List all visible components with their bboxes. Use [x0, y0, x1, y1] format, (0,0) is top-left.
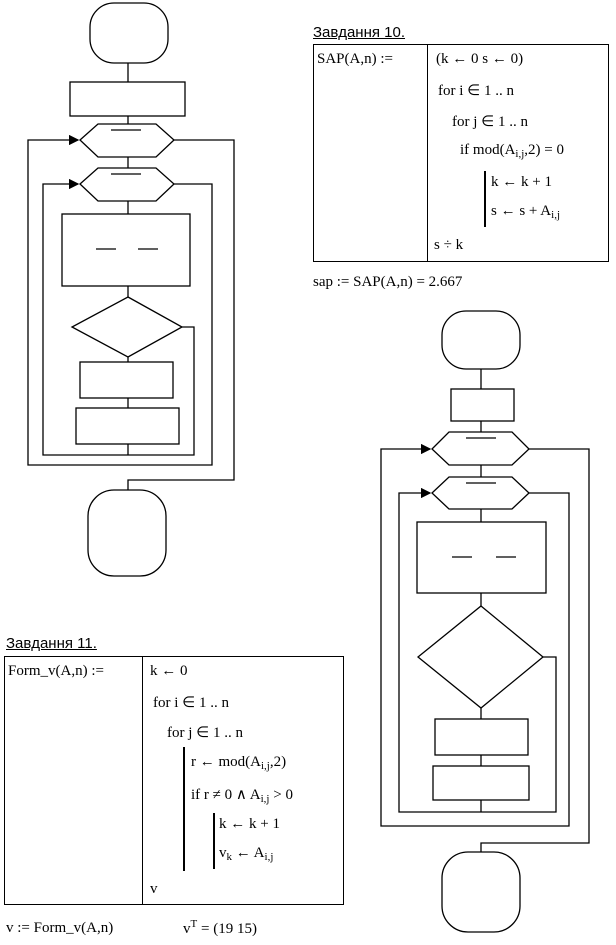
task11-mod-tail: ,2)	[269, 754, 287, 770]
flowchart-init-block	[450, 388, 515, 422]
flowchart-start-terminal	[441, 310, 521, 370]
task11-assign-arrow: ← A	[232, 845, 265, 861]
task10-line-if: if mod(Ai,j,2) = 0	[460, 142, 564, 160]
task11-assign-v: v	[219, 845, 227, 861]
flowchart-process-block	[61, 213, 191, 287]
flowchart-start-terminal	[89, 2, 169, 64]
flowchart-end-terminal	[441, 851, 521, 933]
task11-line-if: if r ≠ 0 ∧ Ai,j > 0	[191, 785, 293, 805]
task11-line-inc-k: k ← k + 1	[219, 816, 280, 832]
flowchart-left	[27, 2, 235, 577]
flowchart-outer-loop-hex	[431, 431, 530, 466]
task10-if-bar	[484, 171, 486, 227]
flowchart-process-block	[416, 521, 547, 594]
task10-if-tail: ,2) = 0	[524, 142, 565, 158]
task11-mod-head: r ← mod(A	[191, 754, 261, 770]
task10-line-add-s: s ← s + Ai,j	[491, 203, 560, 221]
task11-if-head: if r ≠ 0 ∧ A	[191, 787, 261, 803]
flowchart-decision	[416, 605, 545, 709]
task10-result: sap := SAP(A,n) = 2.667	[313, 274, 463, 290]
task11-if-bar	[213, 813, 215, 869]
task10-if-head: if mod(A	[460, 142, 516, 158]
task11-if-sub: i,j	[260, 793, 270, 805]
task11-result-left: v := Form_v(A,n)	[6, 920, 114, 936]
task10-line-inc-k: k ← k + 1	[491, 174, 552, 190]
flowchart-action-block-2	[75, 407, 180, 445]
task11-result-value: = (19 15)	[197, 921, 257, 937]
task10-add-head: s ← s + A	[491, 203, 552, 219]
task11-result-sup: T	[190, 918, 198, 930]
task10-separator	[427, 45, 428, 261]
task11-line-for-j: for j ∈ 1 .. n	[167, 725, 243, 741]
task11-line-for-i: for i ∈ 1 .. n	[153, 695, 229, 711]
task10-signature: SAP(A,n) :=	[317, 51, 393, 67]
task11-assign-v-sub: k	[226, 851, 233, 863]
task11-result-v: v	[183, 921, 191, 937]
task11-program-box: Form_v(A,n) := k ← 0 for i ∈ 1 .. n for …	[4, 656, 344, 905]
task11-result-right: vT = (19 15)	[183, 918, 257, 938]
task10-program-box: SAP(A,n) := (k ← 0 s ← 0) for i ∈ 1 .. n…	[313, 44, 609, 262]
task11-if-tail: > 0	[269, 787, 293, 803]
flowchart-outer-loop-hex	[79, 123, 175, 158]
task11-assign-a-sub: i,j	[264, 851, 274, 863]
flowchart-inner-loop-hex	[79, 167, 175, 202]
task11-separator	[142, 657, 143, 904]
flowchart-init-block	[69, 81, 186, 117]
flowchart-inner-loop-hex	[431, 476, 530, 510]
task11-line-assign-v: vk ← Ai,j	[219, 845, 273, 863]
flowchart-decision	[70, 296, 184, 358]
flowchart-action-block-1	[79, 361, 174, 399]
flowchart-action-block-1	[434, 718, 529, 756]
task10-line-for-j: for j ∈ 1 .. n	[452, 114, 528, 130]
task11-signature: Form_v(A,n) :=	[8, 663, 104, 679]
task11-for-j-bar	[183, 747, 185, 871]
task10-line-init: (k ← 0 s ← 0)	[436, 51, 524, 67]
flowchart-action-block-2	[432, 765, 530, 801]
task11-title: Завдання 11.	[6, 635, 97, 652]
task10-if-sub: i,j	[515, 148, 525, 160]
task10-title: Завдання 10.	[313, 24, 406, 41]
task11-mod-sub: i,j	[261, 760, 270, 772]
task10-line-for-i: for i ∈ 1 .. n	[438, 83, 514, 99]
task11-line-mod: r ← mod(Ai,j,2)	[191, 754, 286, 772]
task10-line-return: s ÷ k	[434, 237, 464, 253]
task10-add-sub: i,j	[551, 209, 561, 221]
flowchart-end-terminal	[87, 489, 167, 577]
flowchart-right	[380, 310, 590, 933]
task11-line-return: v	[150, 881, 158, 897]
task11-line-init: k ← 0	[150, 663, 188, 679]
